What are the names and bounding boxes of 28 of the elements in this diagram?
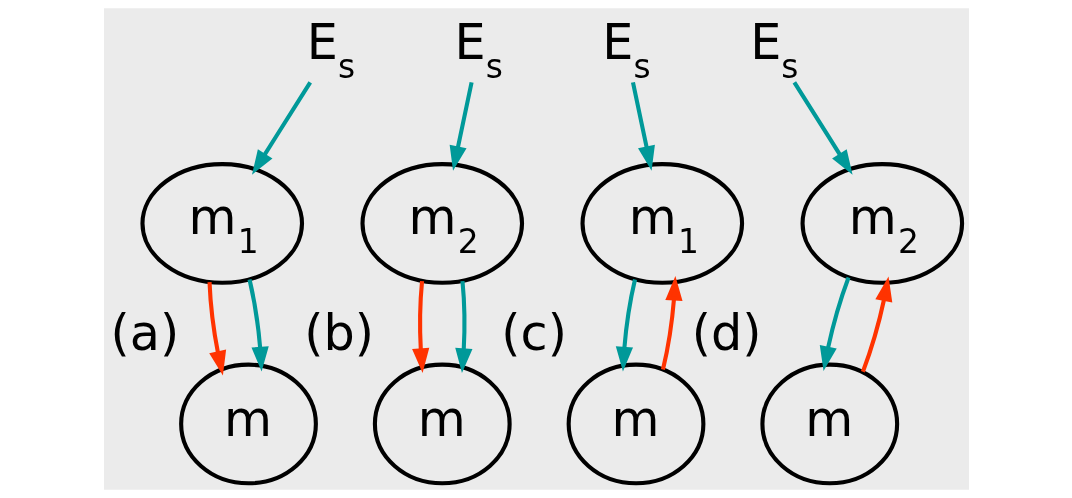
node-ellipse: m [178,362,318,486]
arrow [860,276,892,373]
arrow [411,280,429,374]
node-ellipse: m$_{2}$ [359,162,524,285]
arrow [630,82,655,171]
node-ellipse: m [759,362,899,486]
node-ellipse: m$_{1}$ [579,162,744,285]
node-text: E$_{s}$ [454,13,503,87]
node-ellipse: m$_{2}$ [800,162,964,285]
arrow [792,81,853,175]
node-ellipse: m [372,362,512,486]
node-ellipse: m$_{1}$ [139,162,304,285]
node-label: (c) [500,303,567,362]
arrow [449,82,474,171]
arrow [247,279,269,372]
node-text: E$_{s}$ [601,13,651,87]
arrow [615,279,637,372]
node-label: (d) [691,303,762,362]
node-ellipse: m [566,362,705,486]
arrow [819,276,850,371]
node-label: (a) [110,303,179,362]
arrow [454,280,472,374]
node-text: E$_{s}$ [749,13,798,87]
node-text: E$_{s}$ [306,13,355,87]
arrow [207,282,226,376]
arrow [660,275,682,370]
node-label: (b) [303,303,374,362]
arrow [251,81,312,175]
